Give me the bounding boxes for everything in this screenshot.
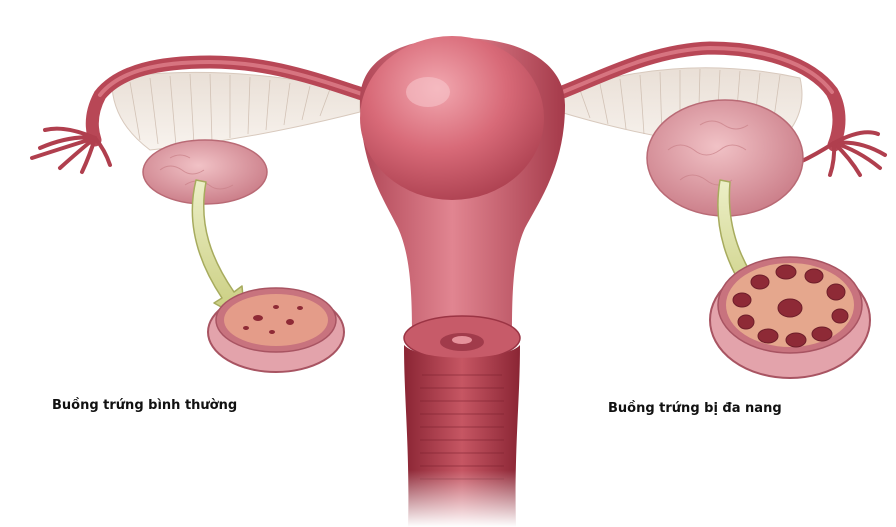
normal-ovary-cross-section — [208, 288, 344, 372]
uterus-fundus — [360, 36, 544, 200]
normal-ovary-label: Buồng trứng bình thường — [52, 398, 237, 413]
polycystic-ovary-cross-section — [710, 257, 870, 378]
right-fimbriae — [800, 132, 885, 175]
polycystic-ovary-label: Buồng trứng bị đa nang — [608, 401, 782, 416]
